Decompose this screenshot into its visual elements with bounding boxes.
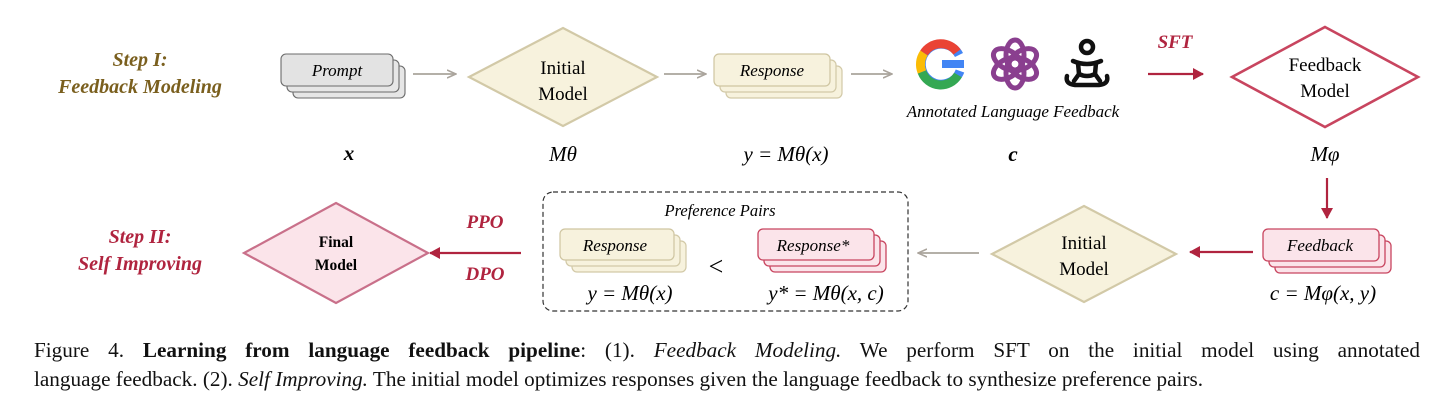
caption-part1-num: : (1). bbox=[580, 338, 635, 362]
caption-line-2: language feedback. (2). Self Improving. … bbox=[34, 365, 1420, 394]
initial-model-math: Mθ bbox=[548, 142, 577, 166]
caption-prefix: Figure 4. bbox=[34, 338, 125, 362]
initial-model-bottom-line2: Model bbox=[1059, 259, 1109, 280]
final-model-line1: Final bbox=[319, 234, 354, 251]
response-top-math: y = Mθ(x) bbox=[741, 142, 828, 166]
preference-pairs-box: Preference Pairs Response y = Mθ(x) < Re… bbox=[542, 191, 909, 312]
dpo-label: DPO bbox=[464, 264, 504, 285]
step2-title: Step II: bbox=[109, 226, 172, 248]
initial-model-top-line1: Initial bbox=[540, 58, 585, 79]
caption-part1-text: We perform SFT on the initial model usin… bbox=[859, 338, 1421, 362]
pipeline-diagram: Step I: Feedback Modeling Prompt x Initi… bbox=[57, 25, 1421, 312]
response-star-math: y* = Mθ(x, c) bbox=[766, 281, 883, 305]
human-annotator-icon bbox=[1064, 38, 1110, 88]
response-bottom-label: Response bbox=[582, 236, 648, 255]
figure-caption: Figure 4. Learning from language feedbac… bbox=[34, 336, 1420, 394]
initial-model-top-line2: Model bbox=[538, 84, 588, 105]
step2-subtitle: Self Improving bbox=[78, 253, 202, 275]
feedback-math: c = Mφ(x, y) bbox=[1270, 281, 1376, 305]
sft-label: SFT bbox=[1158, 32, 1194, 53]
response-star-stack: Response* bbox=[757, 228, 887, 273]
final-model-diamond: Final Model bbox=[241, 201, 431, 305]
prompt-label: Prompt bbox=[311, 61, 364, 80]
response-bottom-stack: Response bbox=[559, 228, 687, 273]
response-top-label: Response bbox=[739, 61, 805, 80]
google-icon bbox=[916, 39, 965, 90]
annotated-math: c bbox=[1008, 142, 1018, 166]
feedback-label: Feedback bbox=[1286, 236, 1354, 255]
preference-title: Preference Pairs bbox=[663, 201, 775, 220]
caption-bold-title: Learning from language feedback pipeline bbox=[142, 338, 581, 362]
feedback-stack: Feedback bbox=[1262, 228, 1392, 274]
initial-model-bottom-diamond: Initial Model bbox=[989, 204, 1179, 304]
final-model-line2: Model bbox=[315, 257, 358, 274]
feedback-model-math: Mφ bbox=[1309, 142, 1339, 166]
response-top-stack: Response bbox=[713, 53, 843, 99]
prompt-stack: Prompt bbox=[280, 53, 406, 99]
annotated-label: Annotated Language Feedback bbox=[906, 102, 1120, 121]
caption-part2-text: The initial model optimizes responses gi… bbox=[372, 367, 1204, 391]
caption-part2-italic: Self Improving. bbox=[238, 367, 368, 391]
feedback-model-line1: Feedback bbox=[1289, 55, 1362, 76]
ppo-label: PPO bbox=[466, 212, 504, 233]
feedback-model-diamond: Feedback Model bbox=[1229, 25, 1421, 129]
step1-title: Step I: bbox=[113, 49, 168, 71]
prompt-math: x bbox=[343, 141, 355, 165]
feedback-model-line2: Model bbox=[1300, 81, 1350, 102]
caption-line-1: Figure 4. Learning from language feedbac… bbox=[34, 336, 1420, 365]
caption-part1-italic: Feedback Modeling. bbox=[653, 338, 842, 362]
openai-icon bbox=[990, 37, 1040, 91]
step1-subtitle: Feedback Modeling bbox=[57, 76, 222, 98]
less-than-sign: < bbox=[709, 252, 724, 281]
initial-model-top-diamond: Initial Model bbox=[466, 26, 660, 128]
initial-model-bottom-line1: Initial bbox=[1061, 233, 1106, 254]
response-star-label: Response* bbox=[776, 236, 850, 255]
caption-line2-text-a: language feedback. (2). bbox=[34, 367, 233, 391]
response-bottom-math: y = Mθ(x) bbox=[585, 281, 672, 305]
